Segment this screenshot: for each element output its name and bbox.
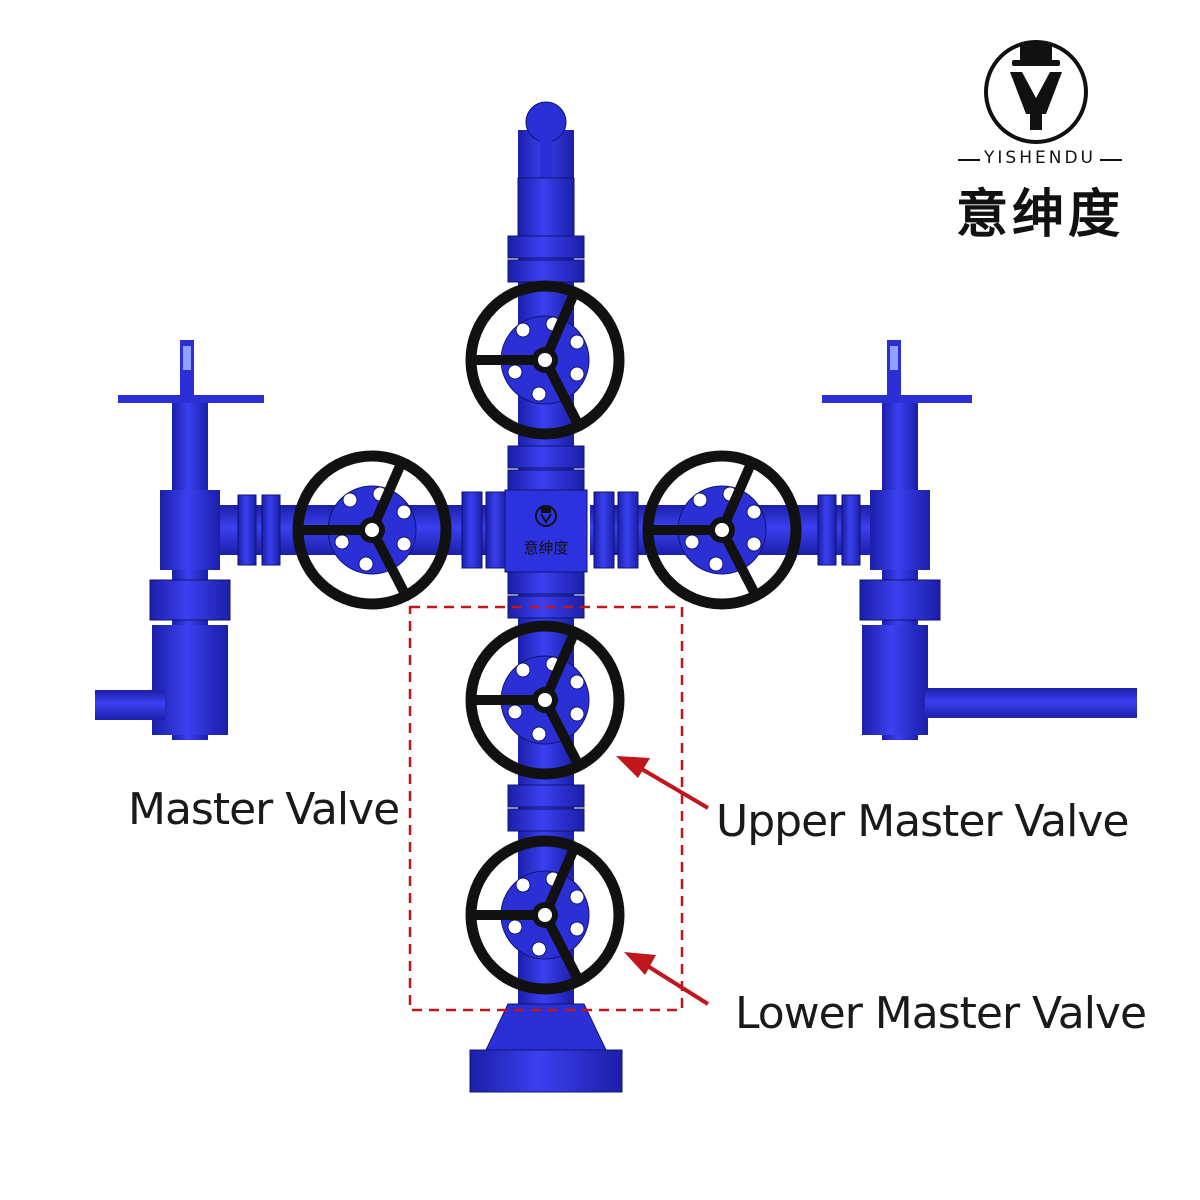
master-valve-bracket (408, 605, 684, 1012)
cross-block-logo-icon (535, 505, 557, 527)
right-wing-assembly (590, 340, 1137, 740)
valve-lower-master (465, 835, 625, 995)
valve-left-wing (292, 450, 452, 610)
brand-logo-icon (984, 40, 1088, 144)
brand-name-chinese: 意绅度 (955, 185, 1124, 245)
valve-upper-master (465, 620, 625, 780)
valve-top (465, 280, 625, 440)
left-wing-assembly (95, 340, 510, 740)
lower-master-arrow (624, 952, 710, 1006)
upper-master-valve-label: Upper Master Valve (716, 796, 1129, 847)
valve-right-wing (642, 450, 802, 610)
cross-block-brand-text: 意绅度 (523, 539, 569, 557)
lower-master-valve-label: Lower Master Valve (735, 988, 1147, 1039)
brand-name-latin: YISHENDU (984, 148, 1096, 168)
upper-master-arrow (616, 756, 710, 810)
master-valve-label: Master Valve (128, 784, 400, 835)
